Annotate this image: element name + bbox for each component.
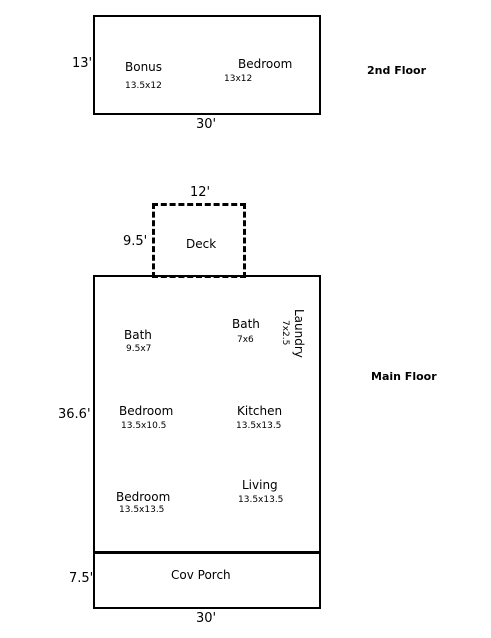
room-bath-1-name: Bath <box>124 328 152 342</box>
room-bedroom-1-name: Bedroom <box>119 404 174 418</box>
room-laundry-name: Laundry <box>292 309 306 358</box>
room-kitchen-name: Kitchen <box>237 404 283 418</box>
main-floor-outline <box>93 275 321 554</box>
second-floor-outline <box>93 15 321 115</box>
room-bonus-name: Bonus <box>125 60 163 74</box>
main-floor-depth-dim: 36.6' <box>58 407 91 422</box>
porch-name: Cov Porch <box>171 568 231 582</box>
room-bedroom-1-size: 13.5x10.5 <box>121 421 167 431</box>
deck-depth-dim: 9.5' <box>123 234 148 249</box>
second-floor-depth-dim: 13' <box>72 56 93 71</box>
second-floor-label: 2nd Floor <box>367 64 427 77</box>
room-bedroom-2-size: 13.5x13.5 <box>119 505 165 515</box>
deck-width-dim: 12' <box>190 185 211 200</box>
room-living-name: Living <box>242 478 278 492</box>
room-bath-1-size: 9.5x7 <box>126 344 152 354</box>
main-floor-width-dim: 30' <box>196 611 217 626</box>
main-floor-label: Main Floor <box>371 370 437 383</box>
second-floor-width-dim: 30' <box>196 117 217 132</box>
room-bath-2-name: Bath <box>232 317 260 331</box>
porch-depth-dim: 7.5' <box>69 571 94 586</box>
room-bedroom-2-name: Bedroom <box>116 490 171 504</box>
room-laundry-size: 7x2.5 <box>280 320 290 346</box>
deck-name: Deck <box>186 237 217 251</box>
room-living-size: 13.5x13.5 <box>238 495 284 505</box>
room-bonus-size: 13.5x12 <box>125 81 162 91</box>
room-upper-bedroom-name: Bedroom <box>238 57 293 71</box>
room-kitchen-size: 13.5x13.5 <box>236 421 282 431</box>
porch-outline <box>93 551 321 609</box>
room-bath-2-size: 7x6 <box>237 335 254 345</box>
room-upper-bedroom-size: 13x12 <box>224 74 253 84</box>
